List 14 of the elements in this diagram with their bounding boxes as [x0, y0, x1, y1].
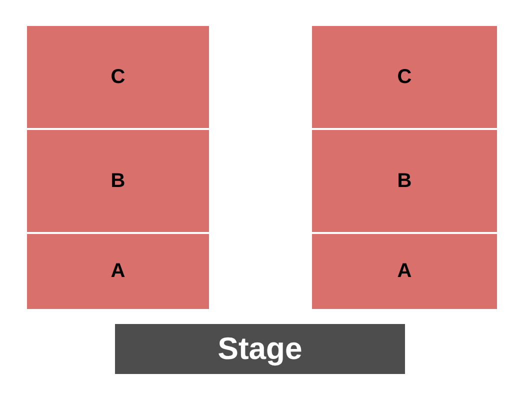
section-label: B: [110, 170, 126, 192]
section-label: B: [397, 170, 412, 192]
seating-section: [312, 130, 497, 232]
section-label: C: [397, 66, 412, 88]
seating-section: [312, 26, 497, 128]
seating-section: [312, 234, 497, 309]
section-label: A: [397, 260, 412, 283]
seating-section: [27, 234, 209, 309]
seating-section: [27, 130, 209, 232]
section-label: A: [110, 260, 126, 283]
seating-section: [27, 26, 209, 128]
section-label: C: [110, 66, 126, 88]
stage-label: Stage: [218, 331, 302, 367]
stage-area: [115, 324, 405, 374]
